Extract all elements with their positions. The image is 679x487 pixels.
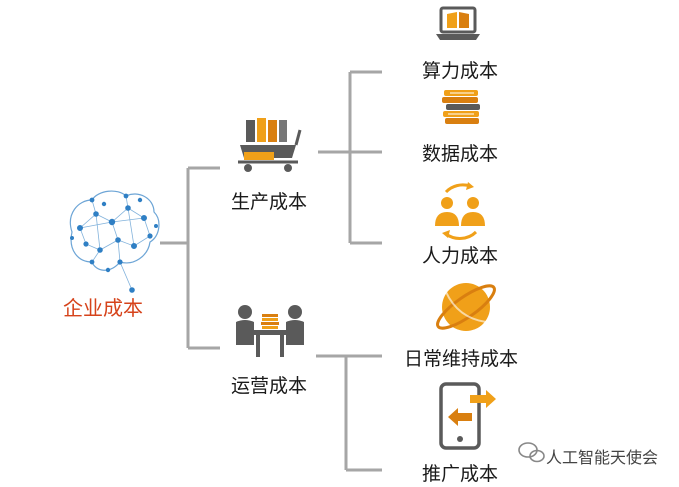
planet-icon — [436, 283, 496, 331]
leaf-label-labor: 人力成本 — [422, 245, 499, 267]
leaf-label-compute: 算力成本 — [422, 60, 499, 82]
branch-label-operations: 运营成本 — [231, 375, 308, 397]
book-stack-icon — [442, 90, 480, 124]
phone-transfer-icon — [439, 382, 496, 450]
brain-network-icon — [69, 190, 160, 293]
leaf-label-data: 数据成本 — [422, 143, 499, 165]
root-node-label: 企业成本 — [63, 296, 143, 320]
branch-label-production: 生产成本 — [231, 191, 308, 213]
meeting-table-icon — [236, 305, 304, 357]
watermark-text: 人工智能天使会 — [546, 448, 659, 467]
leaf-label-maintenance: 日常维持成本 — [404, 348, 519, 370]
cart-with-books-icon — [238, 118, 302, 172]
laptop-book-icon — [436, 6, 480, 40]
wechat-icon — [518, 442, 545, 463]
leaf-label-promotion: 推广成本 — [422, 463, 499, 485]
people-cycle-icon — [435, 182, 485, 240]
connector-lines — [160, 70, 382, 472]
